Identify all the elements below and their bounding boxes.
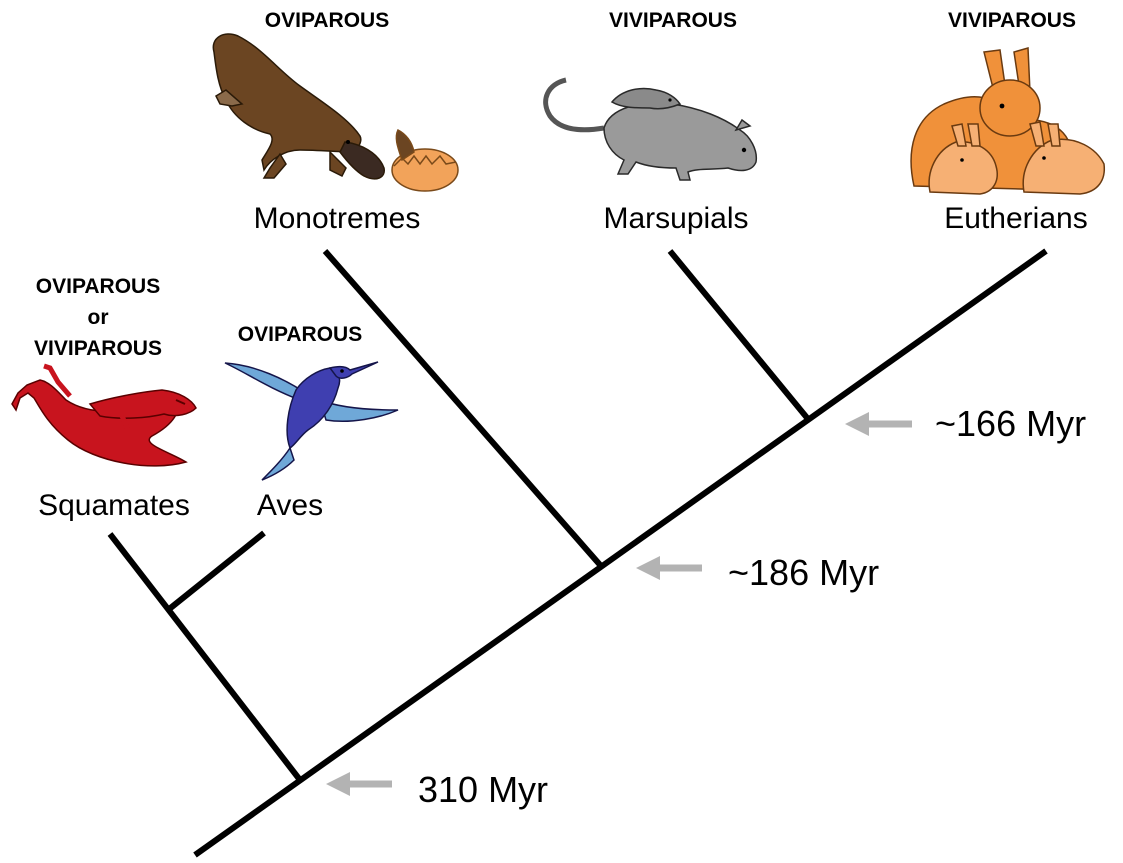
mode-label: OVIPAROUS bbox=[36, 275, 160, 298]
marsupial-branch bbox=[670, 251, 808, 419]
taxon-label-aves: Aves bbox=[257, 489, 323, 522]
mode-label: VIVIPAROUS bbox=[948, 9, 1076, 32]
mode-label: VIVIPAROUS bbox=[609, 9, 737, 32]
taxon-label-eutherians: Eutherians bbox=[944, 202, 1087, 235]
opossum-icon bbox=[546, 80, 757, 180]
taxon-label-monotremes: Monotremes bbox=[254, 202, 421, 235]
rabbit-icon bbox=[911, 48, 1104, 194]
mode-label: OVIPAROUS bbox=[238, 323, 362, 346]
divergence-label: ~186 Myr bbox=[728, 552, 879, 593]
taxon-label-marsupials: Marsupials bbox=[603, 202, 748, 235]
divergence-label: 310 Myr bbox=[418, 769, 548, 810]
hummingbird-icon bbox=[225, 362, 398, 480]
arrow-icon bbox=[845, 412, 912, 436]
egg-icon bbox=[392, 130, 458, 191]
arrow-icon bbox=[326, 772, 392, 796]
squamate-aves-branch bbox=[110, 534, 300, 780]
divergence-label: ~166 Myr bbox=[935, 403, 1086, 444]
taxon-label-squamates: Squamates bbox=[38, 489, 190, 522]
platypus-icon bbox=[213, 34, 384, 179]
mode-label: OVIPAROUS bbox=[265, 9, 389, 32]
divergence-arrows bbox=[326, 412, 912, 796]
mode-label: VIVIPAROUS bbox=[34, 337, 162, 360]
aves-branch bbox=[168, 533, 264, 610]
lizard-icon bbox=[12, 366, 196, 466]
arrow-icon bbox=[636, 556, 702, 580]
mode-label: or bbox=[88, 306, 109, 329]
